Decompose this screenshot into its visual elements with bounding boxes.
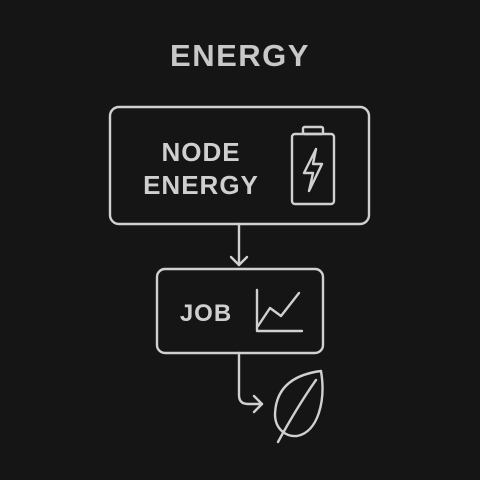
connector-arrow-down	[229, 222, 249, 267]
job-label: JOB	[180, 300, 232, 327]
node-energy-label-line2: ENERGY	[143, 170, 259, 200]
connector-arrow-right	[237, 351, 264, 414]
leaf-icon	[273, 369, 324, 444]
diagram-title: ENERGY	[170, 38, 310, 73]
node-energy-label-line1: NODE	[161, 137, 240, 167]
line-chart-icon	[255, 288, 304, 333]
battery-charging-icon	[290, 125, 336, 206]
